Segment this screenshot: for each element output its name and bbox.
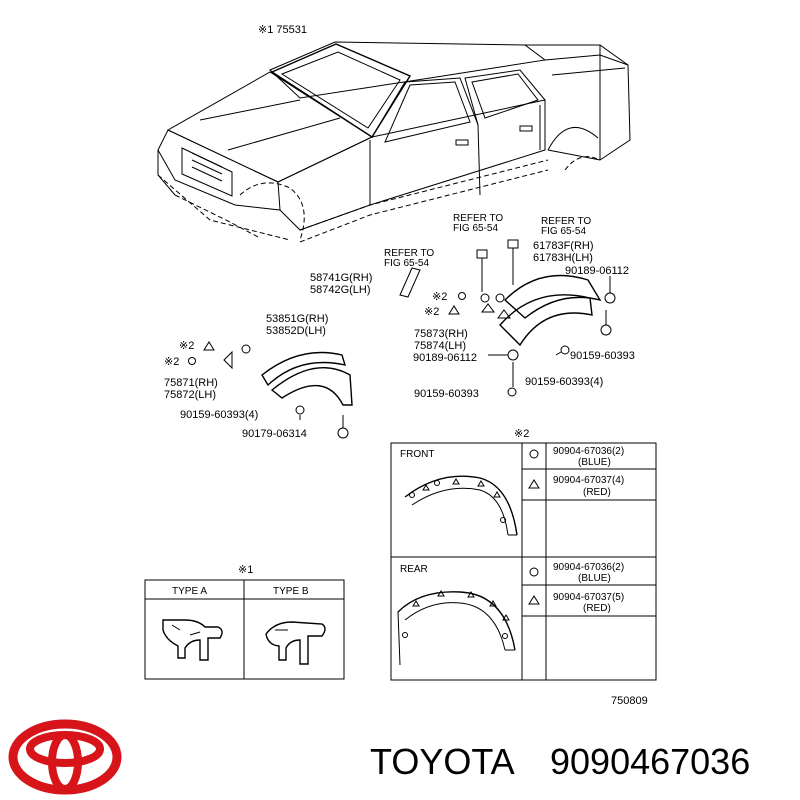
table-part-color: (RED) bbox=[583, 487, 611, 498]
label-53851g: 53851G(RH) bbox=[266, 313, 328, 325]
label-refer-fig: FIG 65-54 bbox=[541, 226, 586, 237]
rear-fender-markers-drawing bbox=[397, 590, 516, 666]
star1-table: ※1 TYPE A TYPE B bbox=[144, 564, 345, 680]
label-refer-to: REFER TO bbox=[541, 216, 591, 227]
label-75873: 75873(RH) bbox=[414, 328, 468, 340]
front-fender-markers-drawing bbox=[404, 475, 518, 536]
triangle-marker bbox=[528, 479, 540, 489]
label-90159-60393-4: 90159-60393(4) bbox=[180, 409, 258, 421]
type-a-profile-drawing bbox=[162, 619, 223, 661]
label-90189-06112: 90189-06112 bbox=[413, 352, 477, 364]
table-heading: ※2 bbox=[514, 428, 529, 440]
type-b-label: TYPE B bbox=[273, 586, 309, 597]
label-star2: ※2 bbox=[424, 306, 439, 318]
front-label: FRONT bbox=[400, 449, 434, 460]
table-part-color: (RED) bbox=[583, 603, 611, 614]
label-75871: 75871(RH) bbox=[164, 377, 218, 389]
rear-label: REAR bbox=[400, 564, 428, 575]
truck-body-drawing bbox=[157, 41, 631, 243]
table-part-number: 90904-67037(5) bbox=[553, 592, 624, 603]
table-part-number: 90904-67036(2) bbox=[553, 446, 624, 457]
table-part-number: 90904-67036(2) bbox=[553, 562, 624, 573]
diagram-code: 750809 bbox=[611, 695, 648, 707]
label-90159-60393: 90159-60393 bbox=[570, 350, 635, 362]
table-part-color: (BLUE) bbox=[578, 457, 611, 468]
label-star2: ※2 bbox=[432, 291, 447, 303]
label-refer-to: REFER TO bbox=[453, 213, 503, 224]
label-90179-06314: 90179-06314 bbox=[242, 428, 307, 440]
label-90189-06112: 90189-06112 bbox=[565, 265, 629, 277]
table-heading: ※1 bbox=[238, 564, 253, 576]
toyota-logo bbox=[8, 719, 122, 795]
part-number: 9090467036 bbox=[550, 741, 750, 782]
triangle-marker bbox=[448, 305, 460, 315]
type-a-label: TYPE A bbox=[172, 586, 207, 597]
star2-table: ※2 FRONT REAR 90904-67036(2) (BLUE) 9090… bbox=[390, 428, 657, 681]
label-58741g: 58741G(RH) bbox=[310, 272, 372, 284]
circle-marker bbox=[458, 292, 466, 300]
label-75874: 75874(LH) bbox=[414, 340, 466, 352]
table-part-number: 90904-67037(4) bbox=[553, 475, 624, 486]
label-star2: ※2 bbox=[164, 356, 179, 368]
type-b-profile-drawing bbox=[265, 621, 326, 665]
label-refer-to: REFER TO bbox=[384, 248, 434, 259]
label-58742g: 58742G(LH) bbox=[310, 284, 371, 296]
front-fender-drawing bbox=[223, 344, 353, 439]
triangle-marker bbox=[203, 341, 215, 351]
circle-marker bbox=[529, 449, 539, 459]
label-star2: ※2 bbox=[179, 340, 194, 352]
label-90159-60393-4: 90159-60393(4) bbox=[525, 376, 603, 388]
label-61783h: 61783H(LH) bbox=[533, 252, 593, 264]
label-75531: ※1 75531 bbox=[258, 24, 307, 36]
label-refer-fig: FIG 65-54 bbox=[453, 223, 498, 234]
brand-name: TOYOTA bbox=[370, 741, 515, 782]
circle-marker bbox=[188, 357, 196, 365]
triangle-marker bbox=[528, 595, 540, 605]
rear-fender-drawing bbox=[399, 239, 616, 397]
label-90159-60393: 90159-60393 bbox=[414, 388, 479, 400]
label-refer-fig: FIG 65-54 bbox=[384, 258, 429, 269]
table-part-color: (BLUE) bbox=[578, 573, 611, 584]
circle-marker bbox=[529, 567, 539, 577]
label-75872: 75872(LH) bbox=[164, 389, 216, 401]
label-61783f: 61783F(RH) bbox=[533, 240, 594, 252]
label-53852d: 53852D(LH) bbox=[266, 325, 326, 337]
